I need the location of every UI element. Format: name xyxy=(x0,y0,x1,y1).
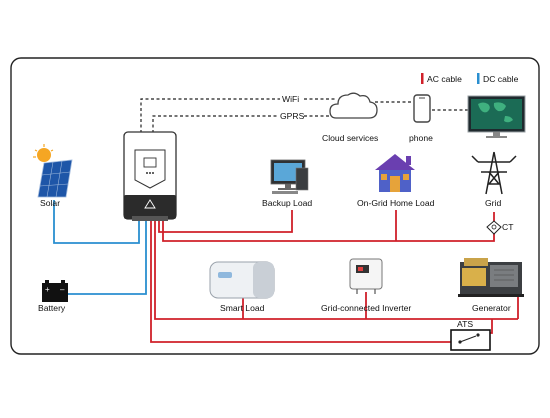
monitor-icon xyxy=(467,95,526,138)
desktop-computer-icon xyxy=(270,159,309,194)
wifi-label: WiFi xyxy=(282,94,299,104)
dc-cables xyxy=(53,200,147,295)
ac-cables xyxy=(150,210,519,343)
svg-text:–: – xyxy=(60,285,65,294)
ac-cable-swatch xyxy=(421,73,424,84)
battery-icon: + – xyxy=(42,280,68,302)
ct-label: CT xyxy=(502,222,514,232)
generator-label: Generator xyxy=(472,303,511,313)
cloud-icon xyxy=(329,92,378,119)
ats-label: ATS xyxy=(457,319,473,329)
cloud-services-label: Cloud services xyxy=(322,133,378,143)
transfer-switch-icon xyxy=(450,329,491,351)
dc-cable-battery xyxy=(68,221,147,295)
smart-load-label: Smart Load xyxy=(220,303,265,313)
diagram-frame xyxy=(10,57,540,355)
ac-cable-legend-label: AC cable xyxy=(427,74,462,84)
solar-panel-icon xyxy=(33,144,73,198)
backup-load-label: Backup Load xyxy=(262,198,312,208)
gprs-label: GPRS xyxy=(280,111,305,121)
grid-label: Grid xyxy=(485,198,501,208)
communication-links xyxy=(140,98,468,133)
string-inverter-icon xyxy=(349,258,383,294)
gprs-link xyxy=(152,115,278,133)
legend: AC cable DC cable xyxy=(421,73,519,84)
diesel-generator-icon xyxy=(458,258,524,297)
hybrid-inverter-icon xyxy=(123,131,177,221)
ac-cable-backup-load xyxy=(158,210,293,233)
solar-label: Solar xyxy=(40,198,60,208)
svg-text:+: + xyxy=(45,285,50,294)
grid-connected-inverter-label: Grid-connected Inverter xyxy=(321,303,411,313)
ac-cable-smart-load xyxy=(154,221,518,320)
wifi-link xyxy=(140,98,280,133)
ac-cable-grid-bus xyxy=(162,212,495,242)
on-grid-home-load-label: On-Grid Home Load xyxy=(357,198,435,208)
ac-cable-ats-lower xyxy=(150,221,455,343)
smartphone-icon xyxy=(413,94,431,123)
battery-label: Battery xyxy=(38,303,66,313)
transmission-tower-icon xyxy=(471,151,517,195)
phone-label: phone xyxy=(409,133,433,143)
dc-cable-swatch xyxy=(477,73,480,84)
dc-cable-legend-label: DC cable xyxy=(483,74,519,84)
water-heater-icon xyxy=(209,261,275,299)
dc-cable-solar xyxy=(53,200,140,244)
current-transformer-icon xyxy=(486,220,502,235)
house-icon xyxy=(375,154,415,192)
